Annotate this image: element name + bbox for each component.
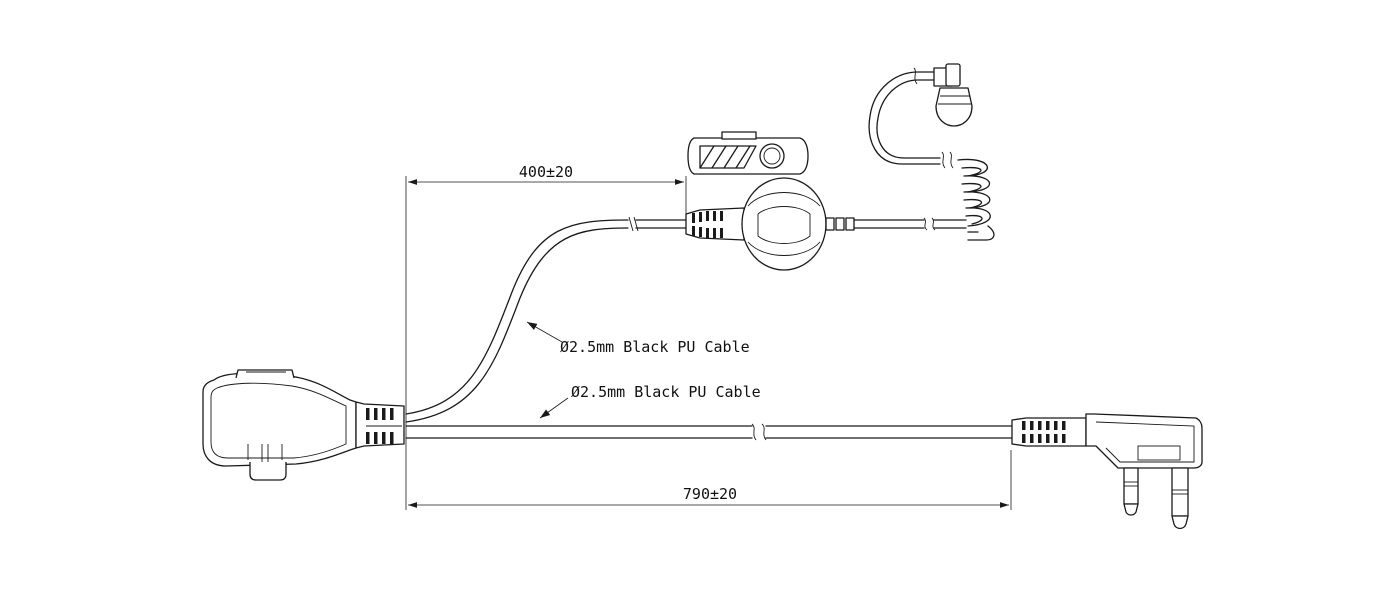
upper-cable <box>405 216 687 423</box>
ptt-housing <box>202 369 357 481</box>
lower-cable-label: Ø2.5mm Black PU Cable <box>571 383 761 401</box>
radio-plug <box>1011 413 1203 530</box>
dimension-400-label: 400±20 <box>519 163 573 181</box>
tie-clip <box>687 131 855 271</box>
upper-cable-label: Ø2.5mm Black PU Cable <box>560 338 750 356</box>
dimension-790-label: 790±20 <box>683 485 737 503</box>
earpiece-strain-relief <box>685 207 745 241</box>
lower-cable-callout: Ø2.5mm Black PU Cable <box>539 383 761 419</box>
upper-cable-callout: Ø2.5mm Black PU Cable <box>526 321 750 356</box>
acoustic-coil-tube <box>868 63 995 241</box>
dimension-400: 400±20 <box>405 163 687 510</box>
ptt-strain-relief <box>355 401 405 449</box>
dimension-790: 790±20 <box>408 450 1012 510</box>
plug-pin-long <box>1171 467 1189 530</box>
lower-cable <box>405 423 1013 441</box>
earpiece-cable <box>853 217 967 231</box>
plug-pin-short <box>1123 467 1139 516</box>
